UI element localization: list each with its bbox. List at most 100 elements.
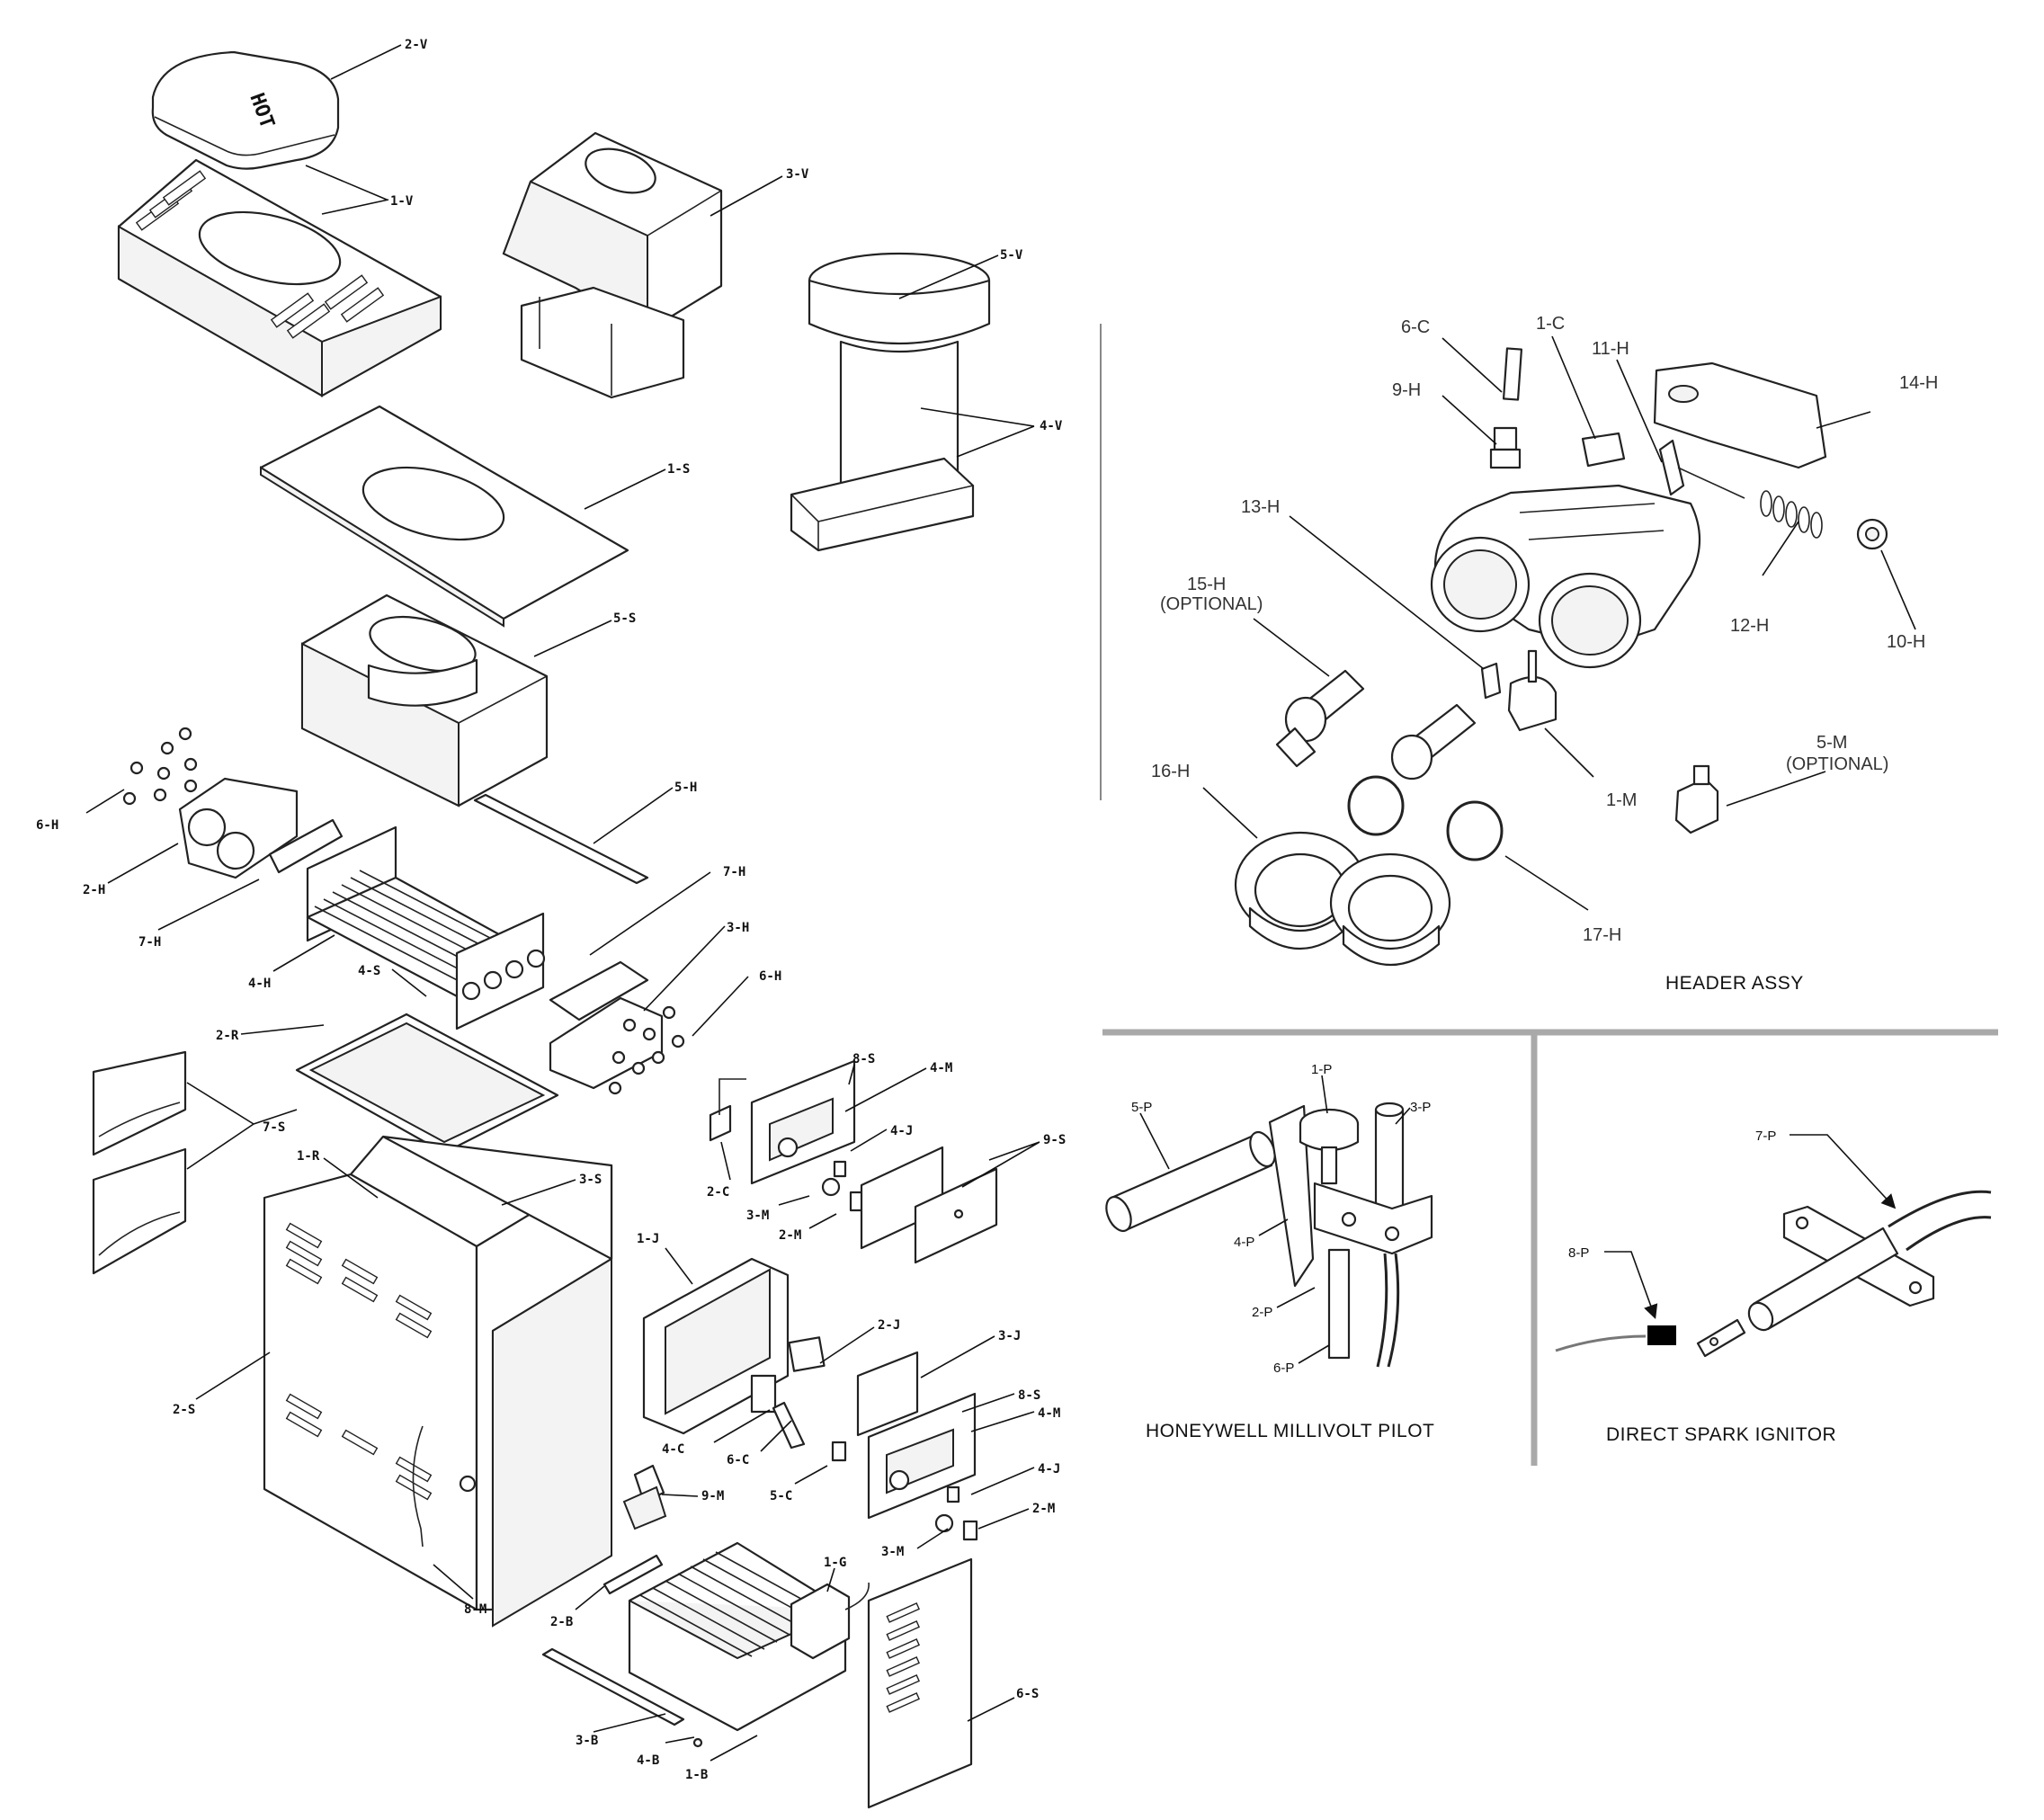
- main-cabinet-2s: [263, 1135, 613, 1628]
- label-2s: 2-S: [173, 1403, 195, 1417]
- control-panel-bottom-8s: [831, 1392, 978, 1541]
- label-9h: 9-H: [1392, 380, 1421, 400]
- label-2v: 2-V: [405, 38, 428, 52]
- label-5v: 5-V: [1000, 248, 1023, 263]
- label-16h: 16-H: [1151, 762, 1190, 781]
- label-3b: 3-B: [576, 1734, 598, 1748]
- part-9m: [622, 1464, 667, 1530]
- control-panel-top-8s: [709, 1059, 865, 1212]
- label-1v: 1-V: [390, 194, 414, 209]
- label-1m: 1-M: [1606, 790, 1637, 810]
- label-8s-bot: 8-S: [1018, 1388, 1040, 1403]
- label-2m-bot: 2-M: [1032, 1502, 1055, 1516]
- label-2m-top: 2-M: [779, 1228, 801, 1243]
- label-1b: 1-B: [685, 1768, 708, 1782]
- label-2c: 2-C: [707, 1185, 729, 1200]
- label-1p: 1-P: [1311, 1062, 1332, 1077]
- top-panel-1v: [117, 158, 442, 397]
- label-3m-top: 3-M: [746, 1209, 769, 1223]
- top-cap-2v: HOT: [151, 50, 340, 170]
- label-5h: 5-H: [674, 781, 697, 795]
- rail-frame-2r: [295, 1013, 559, 1155]
- gasket-7h-left: [268, 818, 344, 874]
- label-4m-bot: 4-M: [1038, 1406, 1060, 1421]
- label-2b: 2-B: [550, 1615, 573, 1629]
- header-3h: [549, 960, 685, 1095]
- label-12h: 12-H: [1730, 616, 1769, 636]
- label-7s: 7-S: [263, 1120, 285, 1135]
- label-optional-2: (OPTIONAL): [1786, 754, 1888, 774]
- access-box-9s: [860, 1146, 998, 1264]
- label-2j: 2-J: [878, 1318, 900, 1333]
- labels-header: 6-C 1-C 11-H 14-H 9-H 13-H 15-H (OPTIONA…: [1151, 314, 1938, 994]
- label-1r: 1-R: [297, 1149, 320, 1164]
- label-13h: 13-H: [1241, 497, 1280, 517]
- label-3h: 3-H: [727, 921, 749, 935]
- lead-connector: [1647, 1325, 1676, 1345]
- header-assy-drawing: [1234, 347, 1888, 967]
- label-4j-top: 4-J: [890, 1124, 913, 1138]
- label-1c: 1-C: [1536, 314, 1565, 334]
- leader-lines-ignitor: [1604, 1134, 1897, 1320]
- label-5m: 5-M: [1816, 733, 1847, 753]
- label-15h: 15-H: [1187, 575, 1226, 594]
- side-panels-7s: [92, 1050, 187, 1275]
- label-3m-bot: 3-M: [881, 1545, 904, 1559]
- label-9s: 9-S: [1043, 1133, 1066, 1147]
- leader-lines-header: [1202, 335, 1916, 911]
- header-2h: [122, 727, 299, 879]
- label-11h: 11-H: [1592, 339, 1629, 359]
- millivolt-pilot-drawing: [1105, 1102, 1433, 1368]
- label-6s: 6-S: [1016, 1687, 1039, 1701]
- label-6p: 6-P: [1273, 1361, 1294, 1376]
- label-10h: 10-H: [1887, 632, 1925, 652]
- label-4j-bot: 4-J: [1038, 1462, 1060, 1477]
- front-door-6s: [867, 1557, 973, 1809]
- heat-exchanger-4h: [306, 825, 546, 1030]
- label-4p: 4-P: [1234, 1235, 1254, 1250]
- label-3j: 3-J: [998, 1329, 1021, 1343]
- caption-millivolt-pilot: HONEYWELL MILLIVOLT PILOT: [1146, 1421, 1434, 1441]
- caption-header-assy: HEADER ASSY: [1665, 973, 1804, 994]
- label-4v: 4-V: [1040, 419, 1063, 433]
- spark-ignitor-drawing: [1555, 1190, 1992, 1358]
- vent-cap-5v: [790, 252, 991, 552]
- label-3v: 3-V: [786, 167, 809, 182]
- label-optional-1: (OPTIONAL): [1160, 594, 1263, 614]
- label-6h-left: 6-H: [36, 818, 58, 833]
- labels-pilot: 1-P 5-P 3-P 4-P 2-P 6-P HONEYWELL MILLIV…: [1131, 1062, 1434, 1441]
- label-6h-right: 6-H: [759, 969, 781, 984]
- label-1j: 1-J: [637, 1232, 659, 1246]
- label-2h: 2-H: [83, 883, 105, 897]
- jacket-top-1s: [259, 405, 629, 628]
- label-5p: 5-P: [1131, 1100, 1152, 1115]
- burner-tray-1b: [628, 1541, 870, 1732]
- draft-hood-3v: [502, 131, 723, 399]
- label-7h-right: 7-H: [723, 865, 745, 879]
- caption-spark-ignitor: DIRECT SPARK IGNITOR: [1606, 1424, 1836, 1445]
- label-4m-top: 4-M: [930, 1061, 952, 1075]
- baffle-5h: [473, 793, 649, 885]
- label-1g: 1-G: [824, 1556, 846, 1570]
- label-2r: 2-R: [216, 1029, 239, 1043]
- label-5c: 5-C: [770, 1489, 792, 1503]
- label-9m: 9-M: [701, 1489, 724, 1503]
- labels-main: 2-V 1-V 3-V 5-V 4-V 1-S 5-S 5-H 6-H 2-H …: [36, 38, 1066, 1782]
- label-4c: 4-C: [662, 1442, 684, 1457]
- label-5s: 5-S: [613, 611, 636, 626]
- label-3p: 3-P: [1410, 1100, 1431, 1115]
- burner-rails: [541, 1554, 703, 1748]
- label-4s: 4-S: [358, 964, 380, 978]
- label-4h: 4-H: [248, 977, 271, 991]
- label-14h: 14-H: [1899, 373, 1938, 393]
- label-4b: 4-B: [637, 1753, 659, 1768]
- leader-lines-pilot: [1139, 1075, 1411, 1364]
- labels-ignitor: 7-P 8-P DIRECT SPARK IGNITOR: [1568, 1129, 1836, 1445]
- label-6c: 6-C: [1401, 317, 1430, 337]
- junction-box-3j: [856, 1351, 919, 1437]
- label-7p: 7-P: [1755, 1129, 1776, 1144]
- label-8s-top: 8-S: [852, 1052, 875, 1066]
- label-8p: 8-P: [1568, 1245, 1589, 1261]
- collector-box-5s: [300, 593, 549, 807]
